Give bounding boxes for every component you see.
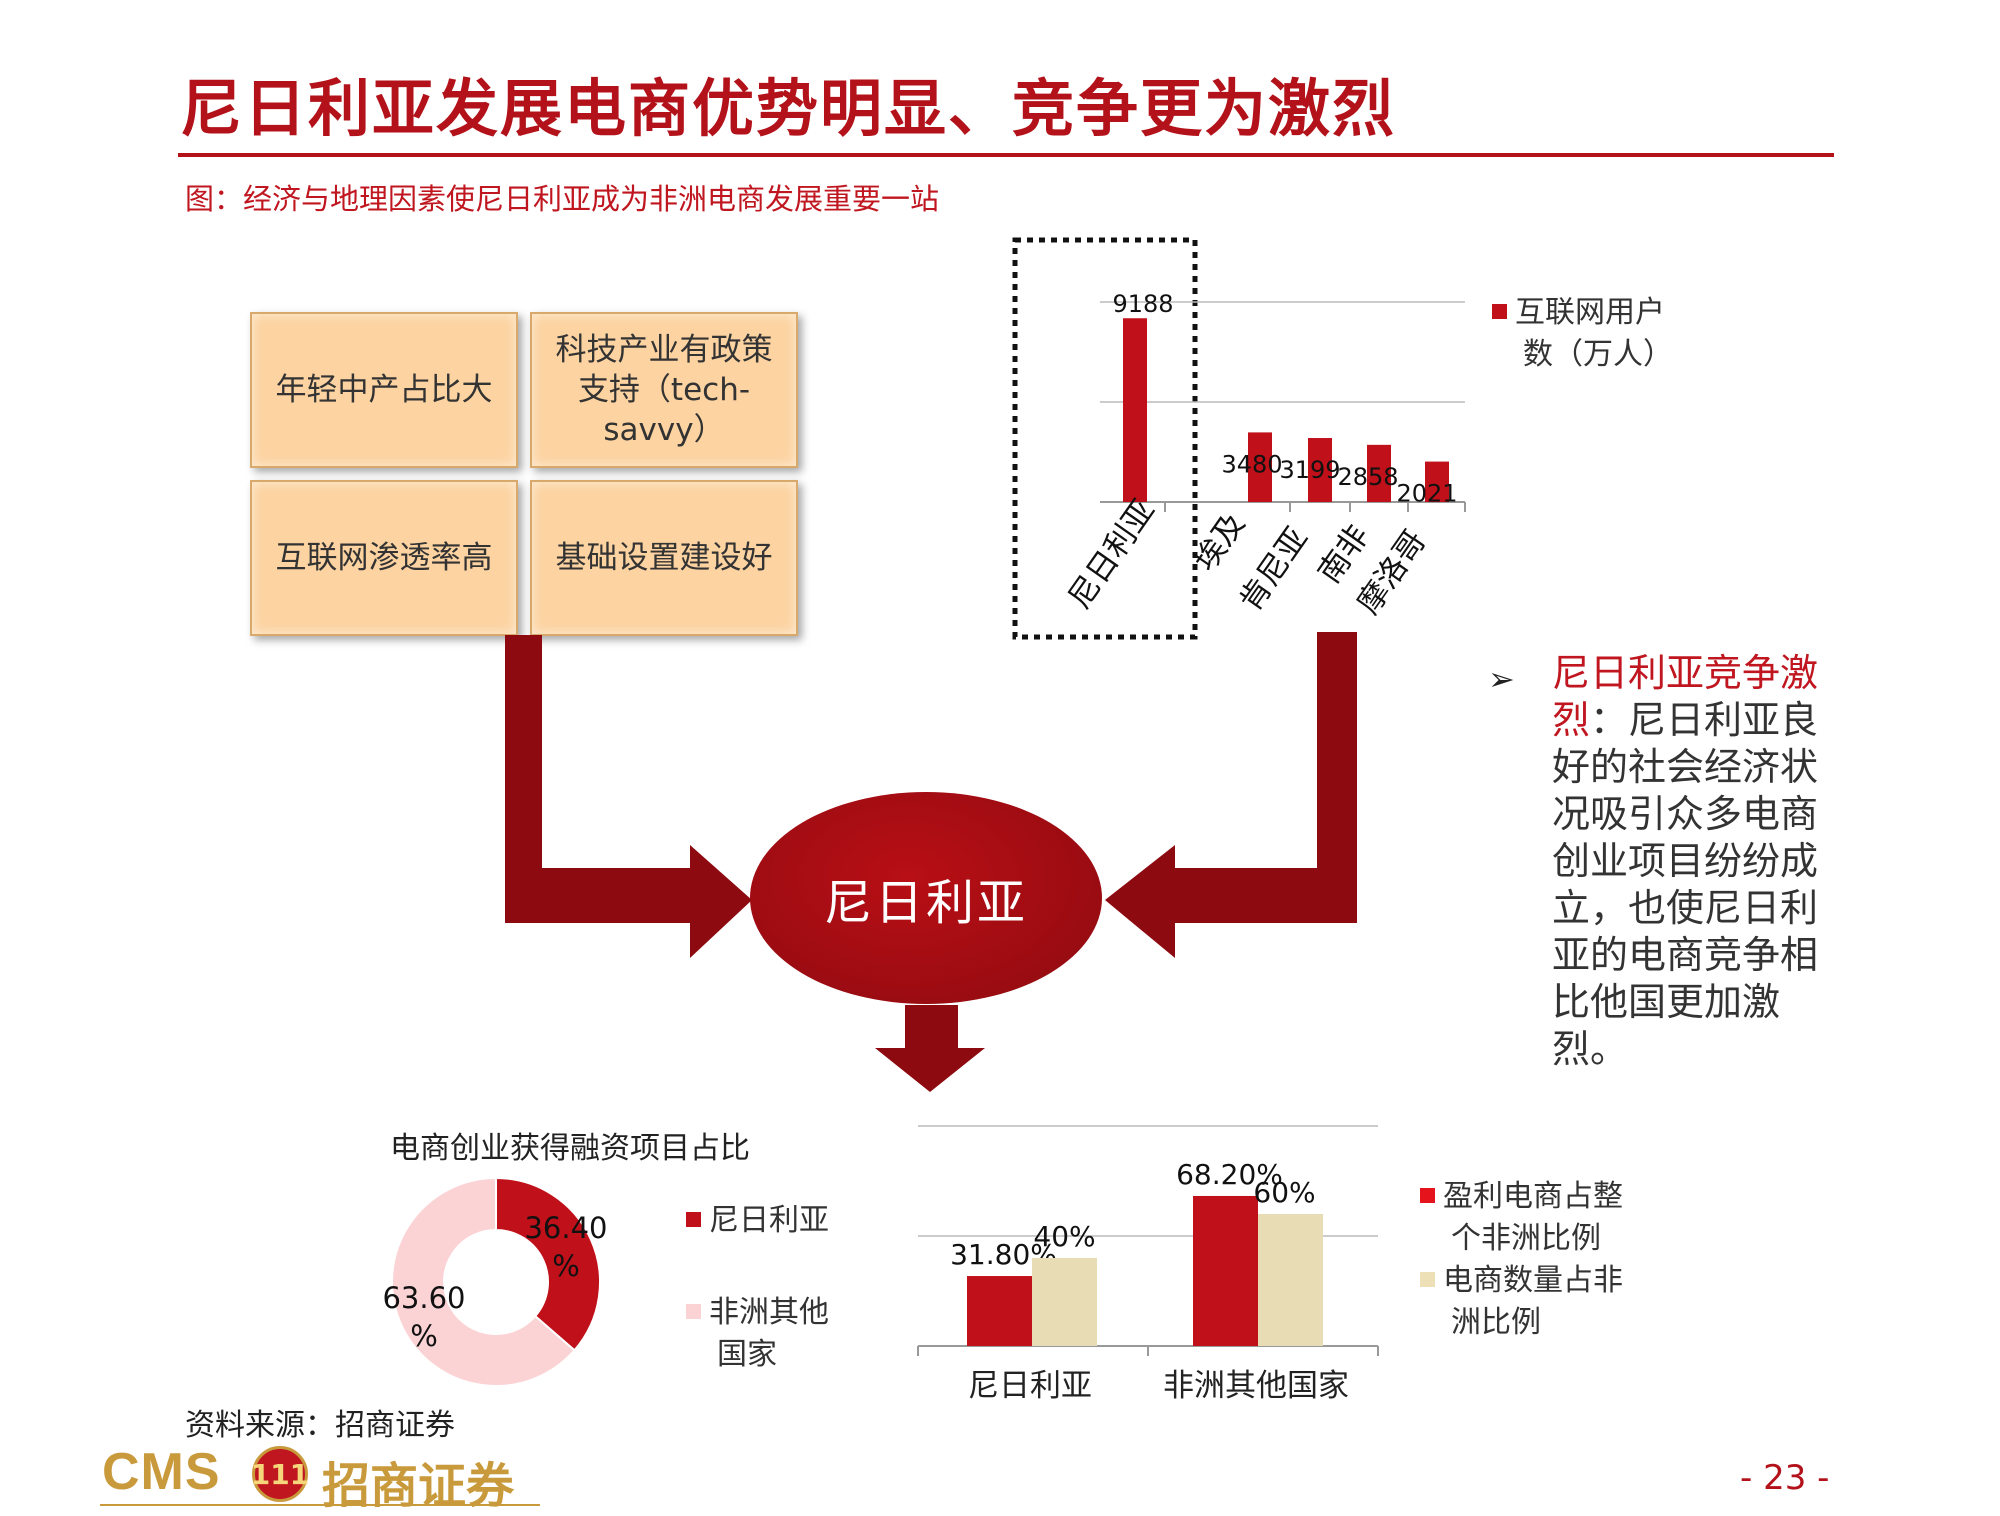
chart3-category-label: 尼日利亚	[968, 1368, 1092, 1404]
right-flow-arrow	[1105, 632, 1357, 958]
pie-legend-label-nigeria: 尼日利亚	[709, 1203, 829, 1238]
page-title: 尼日利亚发展电商优势明显、竞争更为激烈	[180, 72, 1397, 145]
chart3-legend-line1: 盈利电商占整	[1443, 1179, 1623, 1214]
pie-slice	[391, 1176, 576, 1387]
chart1-bar	[1425, 461, 1449, 502]
chart1-data-label: 2858	[1337, 463, 1398, 491]
bullet-highlight: 尼日利亚竞争激烈	[1552, 651, 1819, 742]
logo-emblem-mark: 111	[250, 1457, 310, 1491]
pie-data-label-unit: %	[410, 1319, 438, 1353]
chart1-data-label: 3480	[1221, 450, 1282, 478]
chart3-legend: 盈利电商占整 个非洲比例 电商数量占非 洲比例	[1420, 1176, 1623, 1344]
source-note: 资料来源：招商证券	[185, 1408, 455, 1443]
hub-label: 尼日利亚	[823, 875, 1028, 931]
chart3-category-label: 非洲其他国家	[1163, 1368, 1349, 1404]
highlight-dashed-frame	[1012, 237, 1198, 640]
pie-title: 电商创业获得融资项目占比	[390, 1131, 750, 1166]
chart3-legend-line2: 个非洲比例	[1451, 1221, 1601, 1256]
chart3-legend-line4: 洲比例	[1451, 1305, 1541, 1340]
chart1-bar	[1308, 438, 1332, 502]
chart1-bar	[1123, 318, 1147, 502]
chart1-data-label: 2021	[1396, 480, 1457, 508]
chart3-data-label: 60%	[1253, 1176, 1315, 1209]
chart1-legend-line2: 数（万人）	[1523, 337, 1673, 372]
pie-legend-label-others-1: 非洲其他	[709, 1295, 829, 1330]
pie-legend-swatch-others	[686, 1304, 701, 1319]
chart1-bar	[1248, 432, 1272, 502]
pie-legend-others: 非洲其他 国家	[686, 1292, 829, 1376]
logo-emblem-icon: 111	[250, 1446, 310, 1502]
chart3-legend-swatch-profit	[1420, 1188, 1435, 1203]
page-number: - 23 -	[1740, 1458, 1830, 1498]
bullet-text: 尼日利亚竞争激烈：尼日利亚良好的社会经济状况吸引众多电商创业项目纷纷成立，也使尼…	[1552, 650, 1842, 1073]
pie-data-label: 63.60	[382, 1281, 465, 1315]
pie-data-label-unit: %	[552, 1249, 580, 1283]
hub-ellipse: 尼日利亚	[750, 792, 1102, 1004]
chart3-bar	[1032, 1258, 1097, 1346]
chart1-legend-line1: 互联网用户	[1515, 295, 1665, 330]
factor-tech-policy: 科技产业有政策支持（tech-savvy）	[530, 312, 798, 468]
chart3-data-label: 68.20%	[1176, 1158, 1283, 1191]
pie-legend-swatch-nigeria	[686, 1212, 701, 1227]
chart3-bar	[1258, 1214, 1323, 1346]
logo-underline	[100, 1504, 540, 1506]
chart3-bar	[967, 1276, 1032, 1346]
factor-internet-penetration: 互联网渗透率高	[250, 480, 518, 636]
logo-cms-text: CMS	[102, 1443, 221, 1501]
chart3-data-label: 40%	[1033, 1220, 1095, 1253]
chart1-data-label: 3199	[1279, 456, 1340, 484]
figure-caption: 图：经济与地理因素使尼日利亚成为非洲电商发展重要一站	[185, 182, 940, 216]
chart3-legend-swatch-count	[1420, 1272, 1435, 1287]
chart1-legend-swatch	[1492, 304, 1507, 319]
pie-legend-label-others-2: 国家	[717, 1337, 777, 1372]
pie-legend-nigeria: 尼日利亚	[686, 1200, 829, 1242]
chart3-legend-line3: 电商数量占非	[1443, 1263, 1623, 1298]
chart1-legend: 互联网用户 数（万人）	[1492, 292, 1673, 376]
chart3-bar	[1193, 1195, 1258, 1346]
pie-data-label: 36.40	[524, 1211, 607, 1245]
factor-infrastructure: 基础设置建设好	[530, 480, 798, 636]
title-divider	[178, 153, 1834, 157]
bullet-arrow-icon: ➢	[1488, 660, 1515, 698]
bullet-body: ：尼日利亚良好的社会经济状况吸引众多电商创业项目纷纷成立，也使尼日利亚的电商竞争…	[1552, 698, 1819, 1071]
left-flow-arrow	[505, 635, 752, 958]
down-flow-arrow	[875, 1005, 985, 1092]
factor-young-middle-class: 年轻中产占比大	[250, 312, 518, 468]
chart1-data-label: 9188	[1112, 290, 1173, 318]
chart1-bar	[1367, 444, 1391, 502]
pie-slice	[495, 1176, 601, 1352]
